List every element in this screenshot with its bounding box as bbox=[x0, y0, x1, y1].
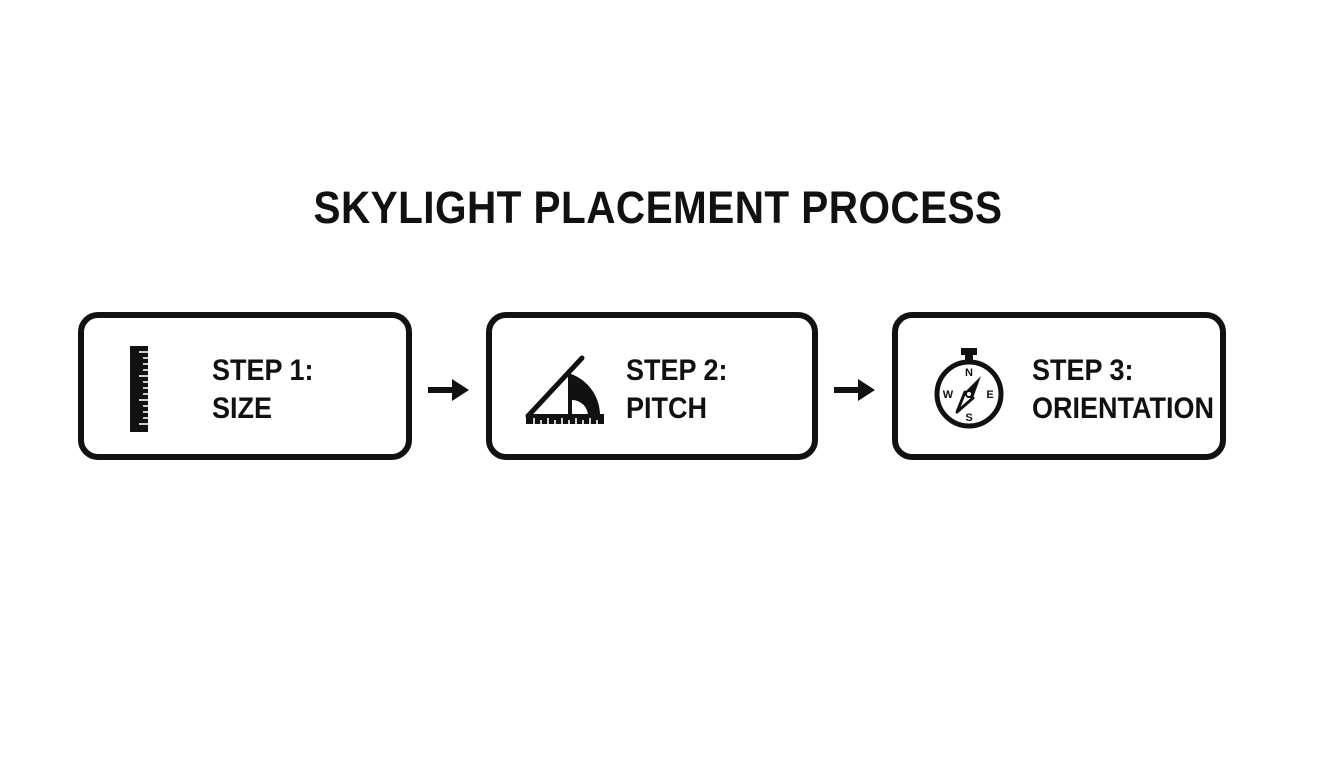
compass-s-letter: S bbox=[965, 412, 972, 424]
step-3-name: ORIENTATION bbox=[1032, 392, 1214, 425]
compass-n-letter: N bbox=[965, 367, 973, 379]
step-2-name: PITCH bbox=[626, 392, 707, 425]
compass-icon: N E S W bbox=[932, 346, 1006, 437]
step-2-number: STEP 2: bbox=[626, 354, 728, 387]
step-1-box: STEP 1: SIZE bbox=[78, 312, 412, 460]
ruler-icon bbox=[126, 344, 152, 439]
step-1-label: STEP 1: SIZE bbox=[212, 352, 314, 428]
step-3-box: N E S W STEP 3: ORIENTATION bbox=[892, 312, 1226, 460]
step-2-label: STEP 2: PITCH bbox=[626, 352, 728, 428]
step-2-box: STEP 2: PITCH bbox=[486, 312, 818, 460]
step-3-number: STEP 3: bbox=[1032, 354, 1134, 387]
compass-e-letter: E bbox=[986, 389, 993, 401]
step-3-label: STEP 3: ORIENTATION bbox=[1032, 352, 1214, 428]
diagram-title: SKYLIGHT PLACEMENT PROCESS bbox=[313, 182, 1003, 233]
arrow-icon bbox=[428, 378, 470, 407]
compass-w-letter: W bbox=[943, 389, 954, 401]
step-1-number: STEP 1: bbox=[212, 354, 314, 387]
arrow-icon bbox=[834, 378, 876, 407]
step-1-name: SIZE bbox=[212, 392, 273, 425]
protractor-icon bbox=[524, 352, 608, 437]
